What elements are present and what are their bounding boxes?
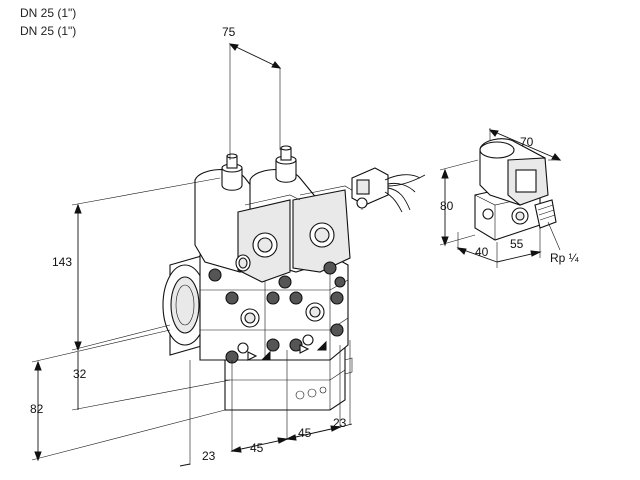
dim-spacing-2: 45 — [298, 426, 312, 440]
dim-height-main: 143 — [52, 255, 72, 269]
header-line-2: DN 25 (1") — [20, 24, 77, 38]
dim-base-height: 82 — [30, 402, 44, 416]
dim-width-top: 75 — [222, 25, 236, 39]
dim-axis-height: 32 — [73, 367, 87, 381]
dim-offset-left: 23 — [202, 449, 216, 463]
cable-connector — [351, 167, 426, 213]
side-port-label: Rp ¼ — [550, 251, 580, 265]
dim-spacing-1: 45 — [250, 441, 264, 455]
main-valve-body — [162, 145, 356, 411]
header-line-1: DN 25 (1") — [20, 6, 77, 20]
dimension-lines — [31, 43, 562, 467]
pilot-valve — [474, 138, 557, 241]
side-dim-depth-a: 40 — [475, 245, 489, 259]
side-dim-depth-b: 55 — [510, 237, 524, 251]
dim-offset-right: 23 — [333, 416, 347, 430]
side-dim-height: 80 — [440, 199, 454, 213]
side-dim-width: 70 — [520, 135, 534, 149]
